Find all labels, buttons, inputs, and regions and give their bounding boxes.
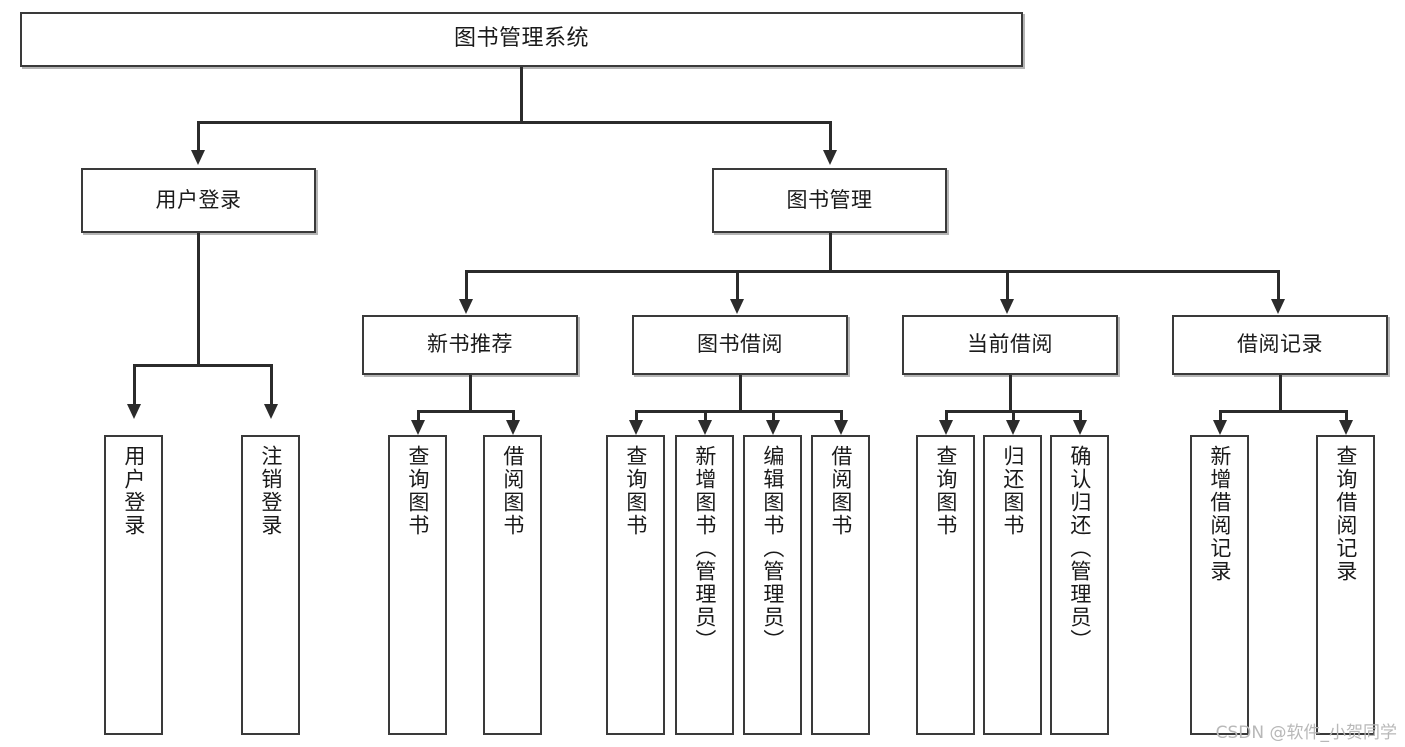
node-new-book-recommend[interactable]: 新书推荐	[362, 315, 578, 375]
leaf-bb-edit-book[interactable]: 编辑图书（管理员）	[743, 435, 802, 735]
node-book-management[interactable]: 图书管理	[712, 168, 947, 233]
node-label: 查询图书	[405, 445, 430, 537]
node-label: 借阅图书	[828, 445, 853, 537]
leaf-cb-return-book[interactable]: 归还图书	[983, 435, 1042, 735]
arrowhead-br-add-record	[1213, 420, 1227, 435]
arrowhead-book-management	[823, 150, 837, 165]
arrowhead-user-login	[191, 150, 205, 165]
node-label: 注销登录	[258, 445, 283, 537]
leaf-br-add-record[interactable]: 新增借阅记录	[1190, 435, 1249, 735]
arrowhead-borrow-record	[1271, 299, 1285, 314]
connector-bm-drop-current-borrow	[1006, 270, 1009, 302]
leaf-bb-add-book[interactable]: 新增图书（管理员）	[675, 435, 734, 735]
connector-bb-drop-4	[840, 410, 843, 425]
node-label: 用户登录	[155, 187, 242, 212]
connector-bm-drop-new-book	[465, 270, 468, 302]
connector-nbr-drop-2	[512, 410, 515, 425]
arrowhead-book-borrow	[730, 299, 744, 314]
connector-root-bus	[198, 121, 832, 124]
connector-root-to-book-management	[829, 121, 832, 153]
node-label: 图书管理	[786, 187, 873, 212]
connector-br-bus	[1220, 410, 1347, 413]
arrowhead-leaf-user-login	[127, 404, 141, 419]
node-user-login[interactable]: 用户登录	[81, 168, 316, 233]
arrowhead-new-book-recommend	[459, 299, 473, 314]
connector-bb-drop-2	[704, 410, 707, 425]
connector-book-management-trunk	[829, 233, 832, 272]
connector-bb-drop-3	[772, 410, 775, 425]
arrowhead-cb-return-book	[1006, 420, 1020, 435]
connector-user-login-trunk	[197, 233, 200, 366]
arrowhead-leaf-logout	[264, 404, 278, 419]
connector-root-to-user-login	[197, 121, 200, 153]
connector-root-trunk	[520, 67, 523, 123]
connector-book-management-bus	[466, 270, 1280, 273]
node-label: 查询图书	[933, 445, 958, 537]
arrowhead-bb-borrow-book	[834, 420, 848, 435]
node-label: 当前借阅	[967, 332, 1053, 357]
node-label: 新增借阅记录	[1207, 445, 1232, 583]
connector-nbr-drop-1	[417, 410, 420, 425]
connector-bb-trunk	[739, 375, 742, 412]
arrowhead-nbr-query-book	[411, 420, 425, 435]
node-borrow-record[interactable]: 借阅记录	[1172, 315, 1388, 375]
leaf-cb-query-book[interactable]: 查询图书	[916, 435, 975, 735]
arrowhead-bb-edit-book	[766, 420, 780, 435]
connector-br-drop-1	[1219, 410, 1222, 425]
connector-bb-bus	[636, 410, 843, 413]
node-label: 用户登录	[121, 445, 146, 537]
leaf-bb-borrow-book[interactable]: 借阅图书	[811, 435, 870, 735]
connector-cb-drop-2	[1012, 410, 1015, 425]
connector-cb-drop-3	[1079, 410, 1082, 425]
arrowhead-br-query-record	[1339, 420, 1353, 435]
connector-cb-trunk	[1009, 375, 1012, 412]
node-label: 确认归还（管理员）	[1067, 445, 1092, 652]
connector-bb-drop-1	[635, 410, 638, 425]
arrowhead-cb-confirm-return	[1073, 420, 1087, 435]
leaf-cb-confirm-return[interactable]: 确认归还（管理员）	[1050, 435, 1109, 735]
watermark-text: CSDN @软件_小贺同学	[1215, 723, 1397, 743]
arrowhead-cb-query-book	[939, 420, 953, 435]
connector-nbr-bus	[418, 410, 515, 413]
node-book-borrow[interactable]: 图书借阅	[632, 315, 848, 375]
node-current-borrow[interactable]: 当前借阅	[902, 315, 1118, 375]
connector-br-drop-2	[1345, 410, 1348, 425]
connector-nbr-trunk	[469, 375, 472, 412]
arrowhead-bb-query-book	[629, 420, 643, 435]
node-label: 查询图书	[623, 445, 648, 537]
node-label: 借阅图书	[500, 445, 525, 537]
arrowhead-bb-add-book	[698, 420, 712, 435]
leaf-bb-query-book[interactable]: 查询图书	[606, 435, 665, 735]
arrowhead-nbr-borrow-book	[506, 420, 520, 435]
connector-cb-drop-1	[945, 410, 948, 425]
connector-user-login-bus	[134, 364, 273, 367]
node-label: 新增图书（管理员）	[692, 445, 717, 652]
leaf-user-login[interactable]: 用户登录	[104, 435, 163, 735]
leaf-br-query-record[interactable]: 查询借阅记录	[1316, 435, 1375, 735]
node-book-management-system[interactable]: 图书管理系统	[20, 12, 1023, 67]
connector-br-trunk	[1279, 375, 1282, 412]
arrowhead-current-borrow	[1000, 299, 1014, 314]
node-label: 新书推荐	[427, 332, 513, 357]
connector-user-login-drop-2	[270, 364, 273, 406]
node-label: 归还图书	[1000, 445, 1025, 537]
leaf-nbr-borrow-book[interactable]: 借阅图书	[483, 435, 542, 735]
node-label: 图书借阅	[697, 332, 783, 357]
connector-user-login-drop-1	[133, 364, 136, 406]
leaf-nbr-query-book[interactable]: 查询图书	[388, 435, 447, 735]
node-label: 图书管理系统	[453, 26, 589, 52]
leaf-logout[interactable]: 注销登录	[241, 435, 300, 735]
node-label: 编辑图书（管理员）	[760, 445, 785, 652]
node-label: 查询借阅记录	[1333, 445, 1358, 583]
node-label: 借阅记录	[1237, 332, 1323, 357]
connector-bm-drop-borrow-record	[1277, 270, 1280, 302]
connector-bm-drop-book-borrow	[736, 270, 739, 302]
